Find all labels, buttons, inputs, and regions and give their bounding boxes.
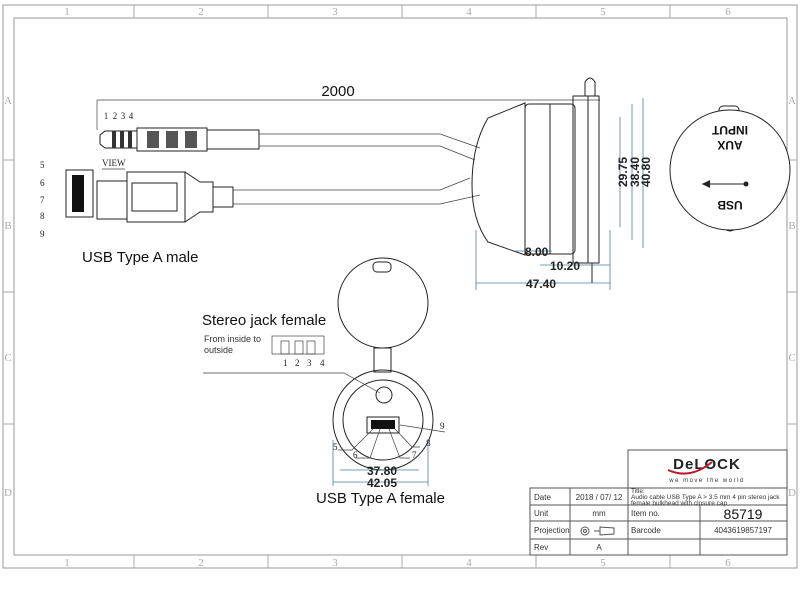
svg-text:Barcode: Barcode xyxy=(631,526,661,535)
grid-ticks xyxy=(3,5,797,568)
svg-text:C: C xyxy=(788,352,795,364)
svg-text:9: 9 xyxy=(440,421,445,431)
svg-text:1: 1 xyxy=(104,111,109,121)
svg-text:1: 1 xyxy=(283,358,288,368)
svg-text:USB: USB xyxy=(717,198,743,212)
svg-text:2: 2 xyxy=(198,557,204,569)
svg-text:5: 5 xyxy=(40,160,45,170)
projection-symbol-icon xyxy=(580,526,615,536)
svg-text:1: 1 xyxy=(64,6,70,18)
svg-text:4: 4 xyxy=(320,358,325,368)
svg-text:B: B xyxy=(788,220,795,232)
svg-text:9: 9 xyxy=(40,229,45,239)
svg-text:From inside to: From inside to xyxy=(204,334,261,344)
svg-text:4: 4 xyxy=(466,6,472,18)
usb-a-male-plug: VIEW 5 6 7 8 9 USB Type A male xyxy=(40,158,481,266)
svg-text:A: A xyxy=(788,95,796,107)
svg-text:AUX: AUX xyxy=(717,138,742,152)
closure-cap-view: INPUT AUX USB xyxy=(669,105,791,232)
svg-text:7: 7 xyxy=(412,450,417,460)
svg-text:B: B xyxy=(4,220,11,232)
svg-text:outside: outside xyxy=(204,345,233,355)
svg-text:6: 6 xyxy=(353,450,358,460)
svg-text:USB Type A male: USB Type A male xyxy=(82,249,198,266)
svg-text:INPUT: INPUT xyxy=(711,123,748,137)
inner-frame xyxy=(13,17,788,556)
bulkhead-side-view xyxy=(471,77,600,283)
outer-frame xyxy=(2,4,798,569)
svg-text:3: 3 xyxy=(332,557,338,569)
svg-text:3: 3 xyxy=(332,6,338,18)
svg-text:D: D xyxy=(788,487,796,499)
svg-text:2: 2 xyxy=(113,111,118,121)
svg-text:Item no.: Item no. xyxy=(631,509,660,518)
svg-text:8: 8 xyxy=(40,211,45,221)
svg-text:3: 3 xyxy=(307,358,312,368)
svg-text:we move the world: we move the world xyxy=(668,478,745,484)
svg-text:5: 5 xyxy=(600,557,606,569)
svg-text:38.40: 38.40 xyxy=(628,157,642,187)
svg-text:4043619857197: 4043619857197 xyxy=(714,526,772,535)
svg-text:2018 / 07/ 12: 2018 / 07/ 12 xyxy=(576,493,623,502)
svg-text:47.40: 47.40 xyxy=(526,277,556,291)
svg-text:2: 2 xyxy=(295,358,300,368)
svg-text:8.00: 8.00 xyxy=(525,245,549,259)
svg-text:2: 2 xyxy=(198,6,204,18)
svg-text:42.05: 42.05 xyxy=(367,476,397,490)
svg-text:VIEW: VIEW xyxy=(102,158,126,168)
svg-text:D: D xyxy=(4,487,12,499)
svg-text:mm: mm xyxy=(592,509,606,518)
svg-text:1: 1 xyxy=(64,557,70,569)
svg-text:USB Type A female: USB Type A female xyxy=(316,490,445,507)
svg-text:85719: 85719 xyxy=(724,506,763,522)
svg-text:3: 3 xyxy=(121,111,126,121)
grid-labels-top: 1 2 3 4 5 6 xyxy=(64,6,731,18)
svg-text:Rev: Rev xyxy=(534,543,548,552)
svg-text:5: 5 xyxy=(333,442,338,452)
svg-text:40.80: 40.80 xyxy=(639,157,653,187)
svg-text:6: 6 xyxy=(725,557,731,569)
svg-text:Date: Date xyxy=(534,493,551,502)
svg-text:10.20: 10.20 xyxy=(550,259,580,273)
svg-text:2000: 2000 xyxy=(321,83,354,100)
delock-logo: DeLOCK xyxy=(673,456,741,473)
length-dimension: 2000 xyxy=(96,83,600,130)
usb-female-pin-numbers: 5 6 789 xyxy=(333,421,445,460)
svg-text:A: A xyxy=(4,95,12,107)
usb-male-pin-numbers: 5 6 7 8 9 xyxy=(40,160,45,239)
title-block: DeLOCK we move the world Date 2018 / 07/… xyxy=(529,449,788,556)
svg-text:Projection: Projection xyxy=(534,526,570,535)
svg-text:8: 8 xyxy=(426,438,431,448)
svg-text:29.75: 29.75 xyxy=(616,157,630,187)
svg-text:Stereo jack female: Stereo jack female xyxy=(202,312,326,329)
svg-text:6: 6 xyxy=(40,178,45,188)
svg-text:C: C xyxy=(4,352,11,364)
svg-text:4: 4 xyxy=(129,111,134,121)
svg-text:7: 7 xyxy=(40,195,45,205)
svg-text:6: 6 xyxy=(725,6,731,18)
svg-text:4: 4 xyxy=(466,557,472,569)
svg-text:Unit: Unit xyxy=(534,509,549,518)
bulkhead-dimensions: 29.75 38.40 40.80 8.00 10.20 47.40 xyxy=(475,98,653,291)
usb-symbol-icon xyxy=(702,180,749,188)
svg-text:female bulkhead with closure c: female bulkhead with closure cap xyxy=(631,500,727,507)
grid-labels-bottom: 1 2 3 4 5 6 xyxy=(64,557,731,569)
svg-text:5: 5 xyxy=(600,6,606,18)
svg-text:Title:: Title: xyxy=(631,488,645,495)
svg-text:Audio cable USB Type A > 3.5 m: Audio cable USB Type A > 3.5 mm 4 pin st… xyxy=(631,494,780,501)
grid-labels-left: A B C D A B C D xyxy=(4,95,796,499)
svg-text:37.80: 37.80 xyxy=(367,464,397,478)
svg-text:A: A xyxy=(596,543,602,552)
